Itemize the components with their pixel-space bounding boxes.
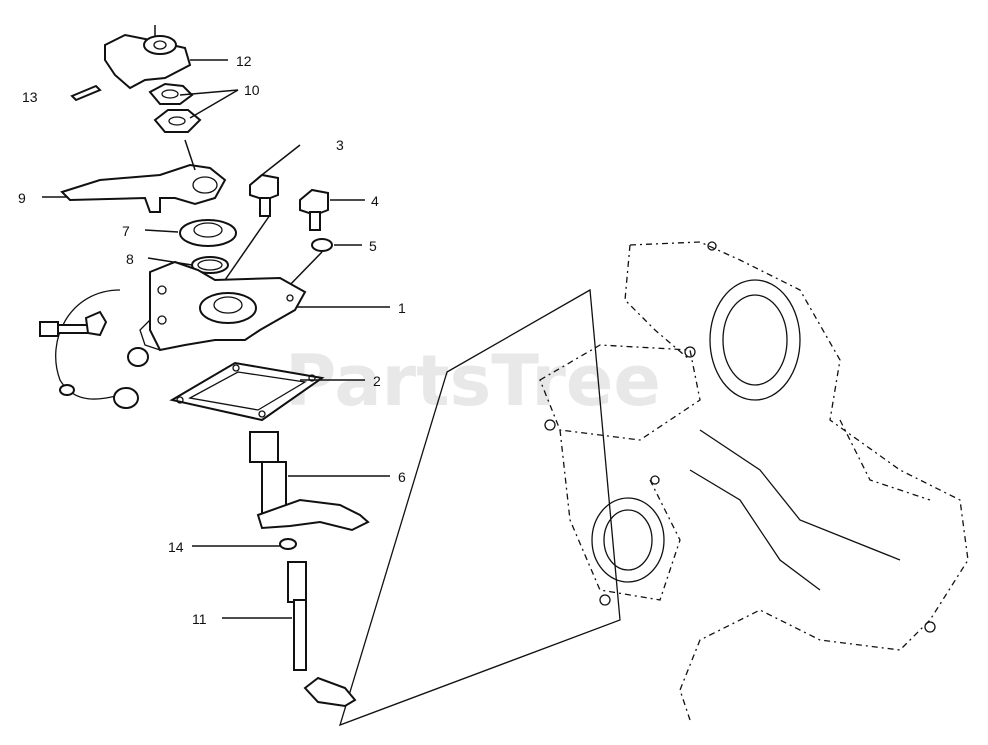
callout-2: 2 xyxy=(373,373,381,389)
part-6-shaft xyxy=(249,431,370,532)
partstree-watermark: PartsTree xyxy=(285,340,661,422)
part-3-bolt xyxy=(224,173,279,281)
callout-12: 12 xyxy=(236,53,252,69)
part-13-pin xyxy=(70,84,102,102)
callout-7: 7 xyxy=(122,223,130,239)
side-fittings xyxy=(39,289,149,409)
part-7-seal xyxy=(179,219,237,247)
part-14-ring xyxy=(279,538,297,550)
callout-14: 14 xyxy=(168,539,184,555)
part-4-bolt xyxy=(299,188,329,231)
part-2-gasket xyxy=(169,361,325,422)
callout-9: 9 xyxy=(18,190,26,206)
part-1-housing xyxy=(139,260,307,352)
callout-13: 13 xyxy=(22,89,38,105)
callout-10: 10 xyxy=(244,82,260,98)
part-5-washer xyxy=(284,238,333,291)
part-8-oring xyxy=(191,256,229,274)
callout-8: 8 xyxy=(126,251,134,267)
callout-3: 3 xyxy=(336,137,344,153)
callout-1: 1 xyxy=(398,300,406,316)
callout-11: 11 xyxy=(192,611,207,627)
leader-lines xyxy=(42,59,390,619)
callout-labels: 1 2 3 4 5 6 7 8 9 10 11 12 13 14 xyxy=(18,53,406,627)
callout-4: 4 xyxy=(371,193,379,209)
callout-5: 5 xyxy=(369,238,377,254)
engine-block xyxy=(338,241,969,727)
part-12-bracket xyxy=(104,25,192,90)
callout-6: 6 xyxy=(398,469,406,485)
part-10-nuts xyxy=(148,82,202,133)
part-9-arm xyxy=(60,139,227,213)
part-11-shaft xyxy=(287,561,357,708)
